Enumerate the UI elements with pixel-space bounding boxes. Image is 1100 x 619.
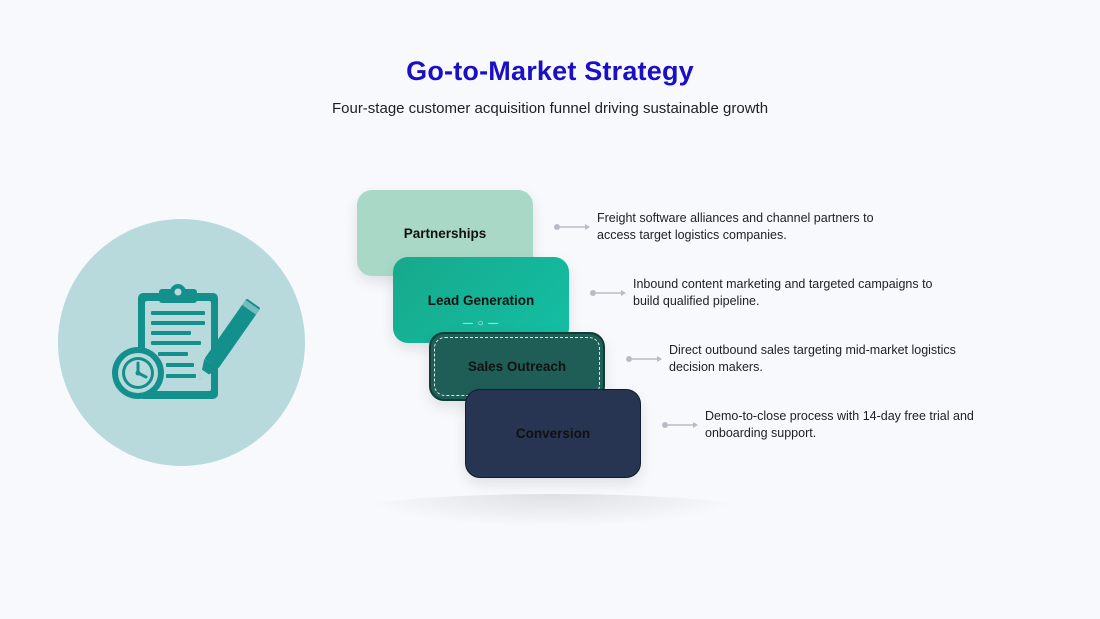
illustration-circle [58, 219, 305, 466]
connector-arrow [626, 356, 662, 362]
stage-description-lead-generation: Inbound content marketing and targeted c… [633, 277, 933, 308]
connector-arrow [662, 422, 698, 428]
page-title: Go-to-Market Strategy [406, 56, 694, 86]
decorative-dots: — ○ — [462, 318, 500, 329]
page-subtitle: Four-stage customer acquisition funnel d… [331, 100, 769, 117]
connector-arrow [590, 290, 626, 296]
stage-description-sales-outreach: Direct outbound sales targeting mid-mark… [669, 343, 956, 374]
stage-label: Partnerships [403, 225, 487, 241]
stage-description-partnerships: Freight software alliances and channel p… [597, 211, 874, 242]
stage-label: Sales Outreach [467, 359, 567, 374]
clipboard-with-clock-and-pencil-icon [112, 284, 260, 399]
stage-label: Lead Generation [427, 292, 535, 308]
stage-label: Conversion [515, 426, 591, 441]
stage-description-conversion: Demo-to-close process with 14-day free t… [705, 409, 974, 440]
stage-lead-generation: Lead Generation — ○ — [393, 257, 569, 343]
funnel-floor-shadow [360, 494, 745, 526]
stage-conversion: Conversion [465, 389, 641, 478]
connector-arrow [554, 224, 590, 230]
